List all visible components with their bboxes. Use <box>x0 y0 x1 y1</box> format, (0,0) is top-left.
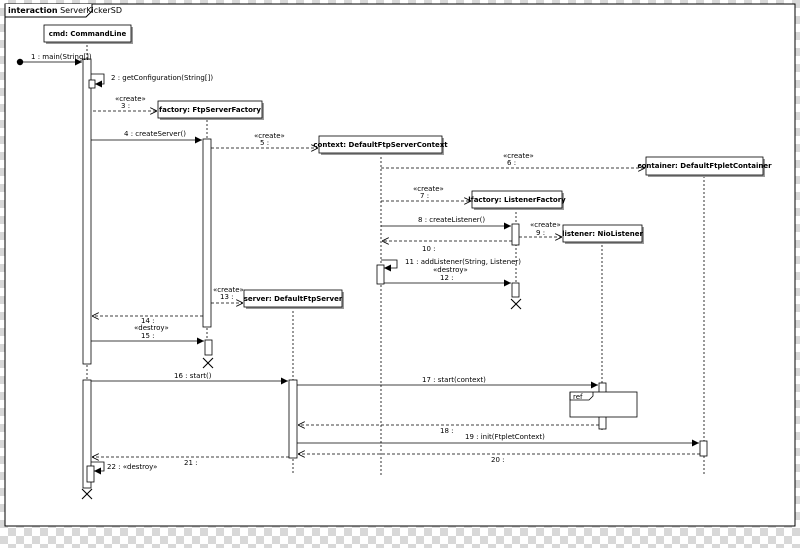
lifeline-head-context: context: DefaultFtpServerContext <box>313 135 448 155</box>
message-label-12: 12 : <box>440 274 454 282</box>
message-label-21: 21 : <box>184 459 198 467</box>
message-label-10: 10 : <box>422 245 436 253</box>
message-label-18: 18 : <box>440 427 454 435</box>
message-label-3: 3 : <box>121 102 130 110</box>
message-label-4: 4 : createServer() <box>124 130 186 138</box>
lifeline-head-cmd: cmd: CommandLine <box>43 24 133 44</box>
activation-lfactory-destroy <box>511 282 520 298</box>
message-label-13: 13 : <box>220 293 234 301</box>
svg-text:container: DefaultFtpletContai: container: DefaultFtpletContainer <box>637 162 772 170</box>
activation-container <box>699 440 708 457</box>
message-stereotype-15: «destroy» <box>134 324 169 332</box>
activation-factory <box>202 138 212 328</box>
message-label-16: 16 : start() <box>174 372 212 380</box>
destroy-marks <box>81 298 522 500</box>
activation-factory-destroy <box>204 339 213 356</box>
message-stereotype-5: «create» <box>254 132 285 140</box>
message-stereotype-9: «create» <box>530 221 561 229</box>
activation-lfactory <box>511 223 520 246</box>
svg-text:cmd: CommandLine: cmd: CommandLine <box>49 30 127 38</box>
message-stereotype-12: «destroy» <box>433 266 468 274</box>
lifeline-head-listener: listener: NioListener <box>562 224 644 244</box>
message-label-5: 5 : <box>260 139 269 147</box>
message-label-15: 15 : <box>141 332 155 340</box>
lifeline-head-server: server: DefaultFtpServer <box>243 289 344 309</box>
svg-text:context: DefaultFtpServerConte: context: DefaultFtpServerContext <box>313 141 448 149</box>
messages <box>16 58 700 475</box>
lifeline-head-factory: factory: FtpServerFactory <box>157 100 264 120</box>
activation-cmd-late <box>82 379 92 489</box>
message-stereotype-3: «create» <box>115 95 146 103</box>
message-2 <box>91 73 105 88</box>
activation-cmd-destroy <box>86 465 95 483</box>
activation-cmd-self <box>88 79 96 89</box>
message-label-7: 7 : <box>420 192 429 200</box>
message-label-14: 14 : <box>141 317 155 325</box>
destroy-x-cmd <box>81 488 93 500</box>
message-stereotype-6: «create» <box>503 152 534 160</box>
ref-fragment: ref <box>569 391 638 418</box>
ref-label: ref <box>573 393 583 401</box>
svg-text:lfactory: ListenerFactory: lfactory: ListenerFactory <box>468 196 566 204</box>
interaction-frame: interaction ServerKickerSD <box>4 3 796 527</box>
svg-text:listener: NioListener: listener: NioListener <box>562 230 643 238</box>
message-stereotype-7: «create» <box>413 185 444 193</box>
message-label-6: 6 : <box>507 159 516 167</box>
message-label-2: 2 : getConfiguration(String[]) <box>111 74 213 82</box>
message-stereotype-13: «create» <box>213 286 244 294</box>
message-label-9: 9 : <box>536 229 545 237</box>
destroy-x-lfactory <box>510 298 522 310</box>
message-22 <box>91 461 105 475</box>
activation-context-self <box>376 264 385 285</box>
message-1 <box>16 58 82 66</box>
message-label-8: 8 : createListener() <box>418 216 485 224</box>
message-label-1: 1 : main(String[]) <box>31 53 92 61</box>
lifeline-head-container: container: DefaultFtpletContainer <box>637 156 772 177</box>
message-11 <box>381 259 398 272</box>
message-label-11: 11 : addListener(String, Listener) <box>405 258 521 266</box>
frame-title: interaction ServerKickerSD <box>8 6 122 15</box>
message-label-17: 17 : start(context) <box>422 376 486 384</box>
svg-text:factory: FtpServerFactory: factory: FtpServerFactory <box>159 106 261 114</box>
message-label-19: 19 : init(FtpletContext) <box>465 433 545 441</box>
activation-cmd-main <box>82 58 92 365</box>
lifeline-head-lfactory: lfactory: ListenerFactory <box>468 190 566 210</box>
destroy-x-factory <box>202 357 214 369</box>
message-label-20: 20 : <box>491 456 505 464</box>
message-labels: 1 : main(String[]) 2 : getConfiguration(… <box>31 53 561 471</box>
activation-server <box>288 379 298 459</box>
message-label-22: 22 : «destroy» <box>107 463 157 471</box>
lifeline-heads: cmd: CommandLine factory: FtpServerFacto… <box>43 24 772 309</box>
svg-text:server: DefaultFtpServer: server: DefaultFtpServer <box>244 295 343 303</box>
